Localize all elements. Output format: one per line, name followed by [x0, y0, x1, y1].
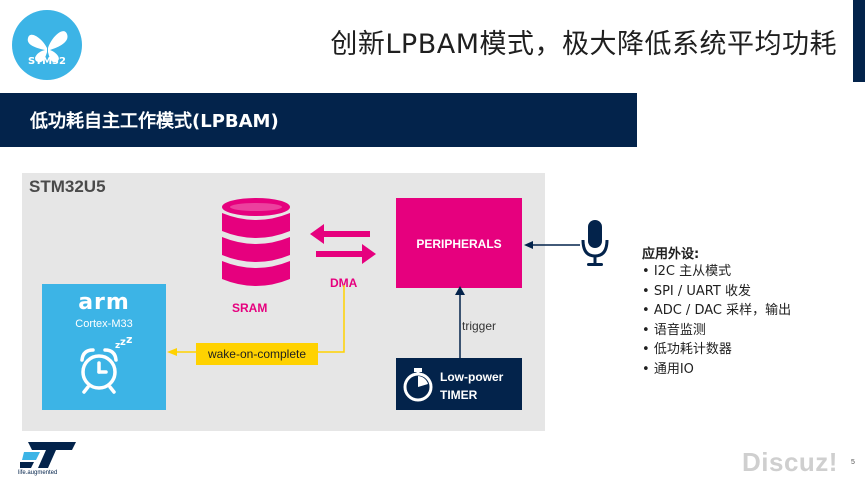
mic-to-peripherals-arrow [524, 241, 580, 249]
page-number: 5 [851, 459, 855, 466]
stopwatch-icon [403, 368, 433, 402]
butterfly-icon [27, 31, 68, 63]
svg-text:z: z [115, 341, 120, 351]
wake-on-complete-label: wake-on-complete [196, 343, 318, 365]
section-banner: 低功耗自主工作模式(LPBAM) [0, 93, 637, 147]
dma-label: DMA [330, 276, 358, 290]
arm-logo: arm [78, 290, 130, 315]
list-item: 通用IO [642, 360, 791, 380]
stm32-logo: STM32 [12, 10, 82, 80]
logo-text: STM32 [28, 56, 66, 67]
timer-label-line2: TIMER [440, 388, 478, 402]
header-accent-bar [853, 0, 865, 82]
applications-list: I2C 主从模式 SPI / UART 收发 ADC / DAC 采样，输出 语… [642, 262, 791, 380]
microphone-icon [581, 220, 609, 266]
svg-text:z: z [120, 337, 126, 348]
svg-text:z: z [126, 336, 132, 346]
list-item: ADC / DAC 采样，输出 [642, 301, 791, 321]
watermark: Discuz! [742, 447, 838, 477]
sram-label: SRAM [232, 301, 268, 315]
applications-heading: 应用外设: [642, 247, 700, 262]
timer-label-line1: Low-power [440, 370, 504, 384]
database-icon [222, 198, 290, 286]
cortex-m33-block: arm Cortex-M33 z z z [42, 284, 166, 410]
section-title: 低功耗自主工作模式(LPBAM) [30, 111, 279, 132]
alarm-clock-icon: z z z [80, 336, 132, 394]
peripherals-block: PERIPHERALS [396, 198, 522, 288]
peripherals-label: PERIPHERALS [416, 237, 502, 251]
chip-label: STM32U5 [29, 177, 106, 196]
list-item: I2C 主从模式 [642, 262, 791, 282]
st-logo-icon [20, 442, 76, 468]
list-item: 语音监测 [642, 321, 791, 341]
trigger-arrow [455, 286, 465, 358]
list-item: 低功耗计数器 [642, 340, 791, 360]
st-tagline: life.augmented [18, 470, 58, 476]
core-label: Cortex-M33 [75, 318, 133, 330]
trigger-label: trigger [462, 319, 497, 333]
low-power-timer-block: Low-power TIMER [396, 358, 522, 410]
list-item: SPI / UART 收发 [642, 282, 791, 302]
page-title: 创新LPBAM模式，极大降低系统平均功耗 [330, 29, 837, 60]
dma-arrows-icon [310, 224, 376, 264]
